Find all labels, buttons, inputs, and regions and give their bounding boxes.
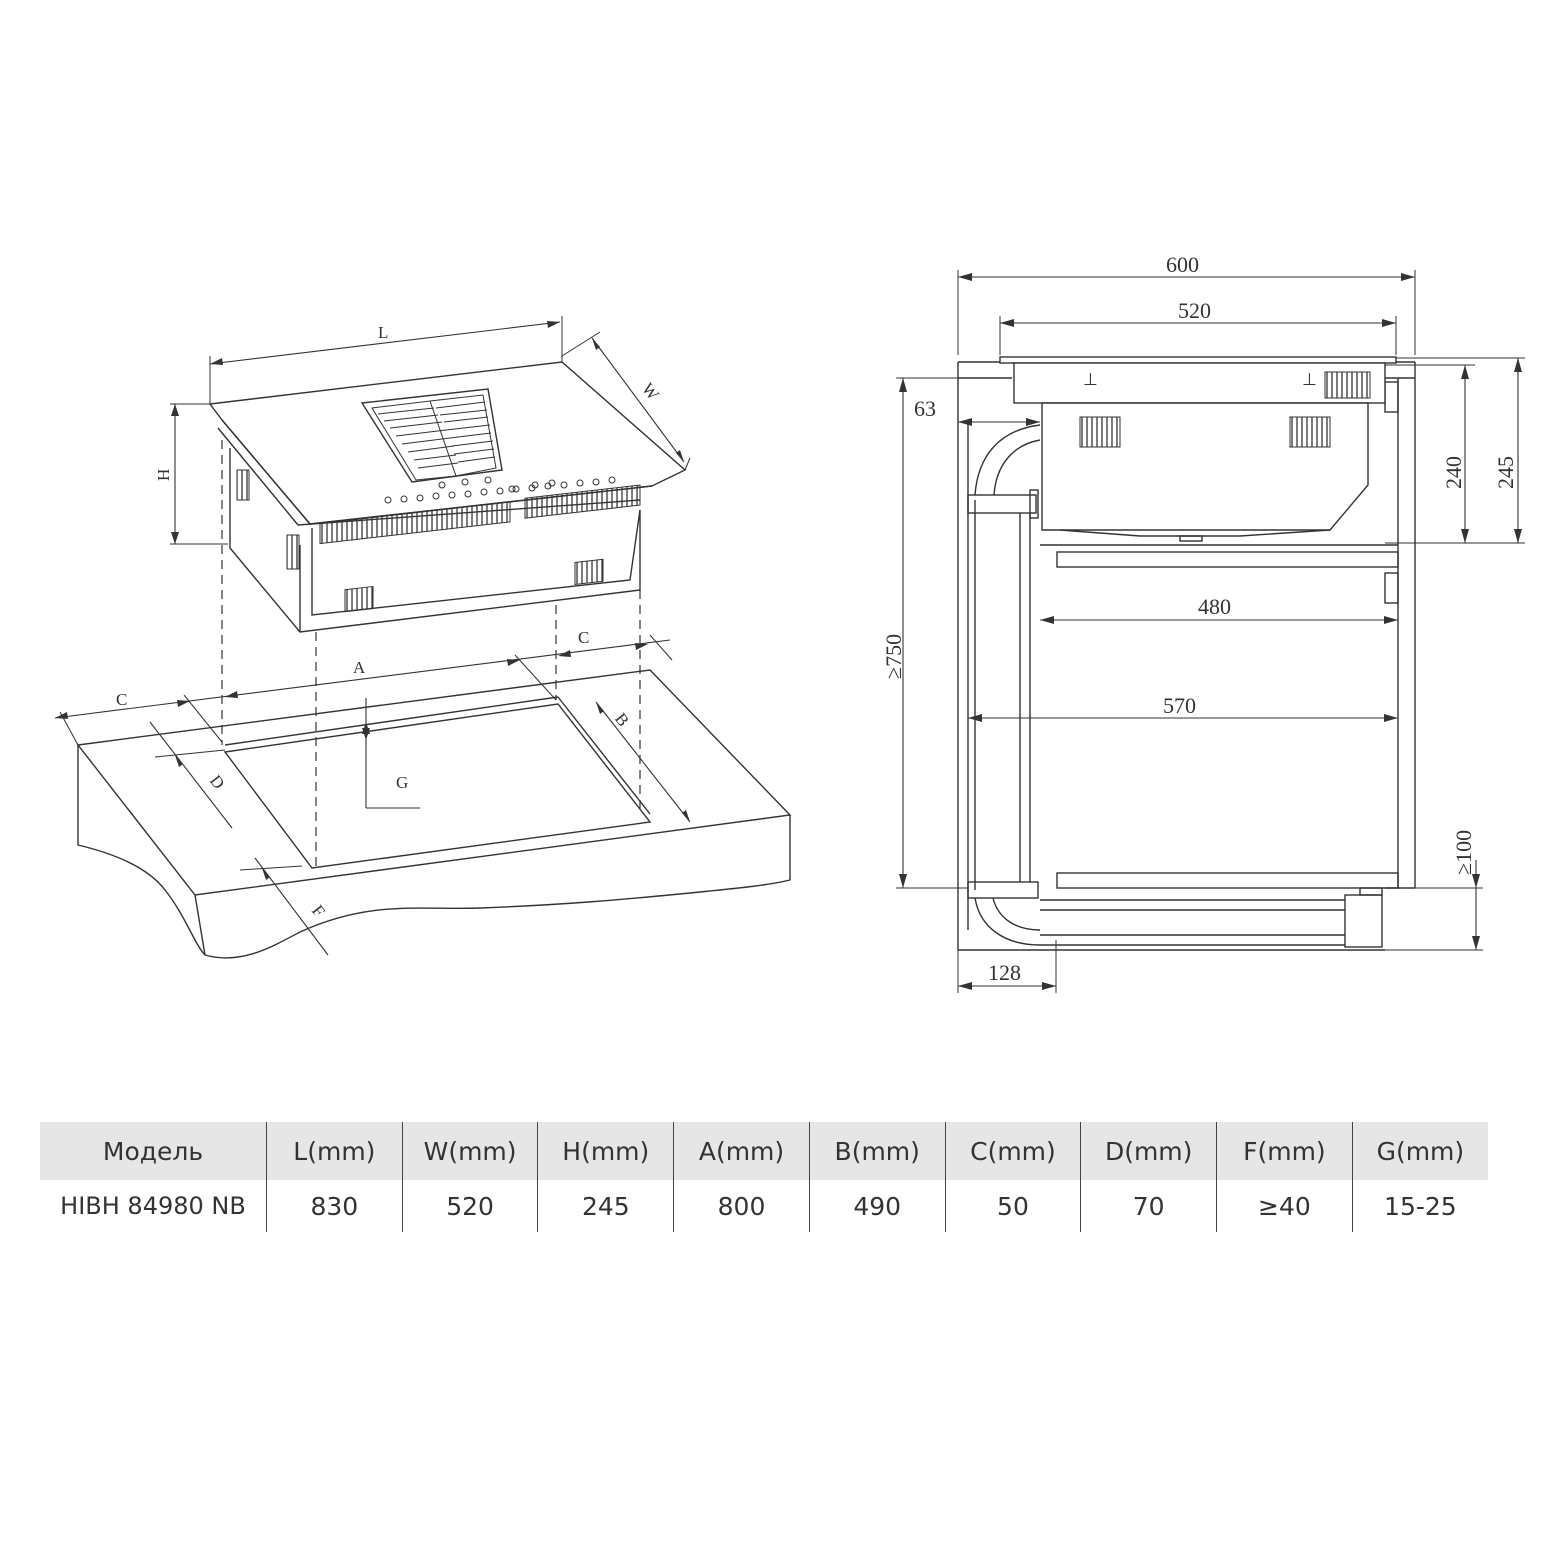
side-section-view: ⊥ ⊥ bbox=[881, 252, 1525, 993]
hob-section: ⊥ ⊥ bbox=[999, 356, 1397, 542]
header-L: L(mm) bbox=[266, 1122, 403, 1180]
cell-W: 520 bbox=[402, 1180, 539, 1232]
hob-body bbox=[208, 361, 687, 633]
spec-table: Модель L(mm) W(mm) H(mm) A(mm) B(mm) C(m… bbox=[40, 1122, 1488, 1232]
dim-245: 245 bbox=[1493, 456, 1518, 489]
label-C-right: C bbox=[578, 628, 589, 647]
header-D: D(mm) bbox=[1080, 1122, 1218, 1180]
svg-text:⊥: ⊥ bbox=[1083, 370, 1098, 389]
dim-520: 520 bbox=[1178, 298, 1211, 323]
cell-model: HIBH 84980 NB bbox=[40, 1180, 267, 1232]
cell-G: 15-25 bbox=[1384, 1191, 1457, 1221]
duct bbox=[967, 424, 1383, 948]
section-dimension-labels: 600 520 63 240 245 ≥750 480 570 ≥100 128 bbox=[881, 252, 1518, 985]
label-F: F bbox=[308, 901, 329, 920]
projection-lines bbox=[221, 440, 641, 866]
label-W: W bbox=[638, 379, 663, 404]
dim-750: ≥750 bbox=[881, 634, 906, 679]
label-H: H bbox=[154, 469, 173, 481]
cell-A: 800 bbox=[673, 1180, 810, 1232]
iso-dimension-lines bbox=[54, 316, 691, 956]
cell-L: 830 bbox=[266, 1180, 403, 1232]
header-B: B(mm) bbox=[809, 1122, 946, 1180]
countertop bbox=[76, 669, 792, 959]
cell-F: ≥40 bbox=[1216, 1180, 1353, 1232]
svg-text:⊥: ⊥ bbox=[1302, 370, 1317, 389]
dim-240: 240 bbox=[1441, 456, 1466, 489]
header-G: G(mm) bbox=[1352, 1122, 1488, 1180]
isometric-view: L W H A C C B D F G bbox=[54, 316, 792, 959]
header-F: F(mm) bbox=[1216, 1122, 1353, 1180]
dim-100: ≥100 bbox=[1451, 830, 1476, 875]
label-G: G bbox=[396, 773, 408, 792]
dim-63: 63 bbox=[914, 396, 936, 421]
cell-H: 245 bbox=[537, 1180, 675, 1232]
label-A: A bbox=[353, 658, 366, 677]
cabinet bbox=[957, 361, 1416, 951]
header-C: C(mm) bbox=[945, 1122, 1082, 1180]
label-C-left: C bbox=[116, 690, 127, 709]
header-H: H(mm) bbox=[537, 1122, 675, 1180]
section-dimension-lines bbox=[896, 270, 1525, 993]
label-D: D bbox=[206, 771, 229, 792]
spec-table-header-row: Модель L(mm) W(mm) H(mm) A(mm) B(mm) C(m… bbox=[40, 1122, 1488, 1180]
cell-D: 70 bbox=[1080, 1180, 1218, 1232]
dim-570: 570 bbox=[1163, 693, 1196, 718]
label-L: L bbox=[378, 323, 388, 342]
label-B: B bbox=[611, 709, 633, 730]
cell-C: 50 bbox=[945, 1180, 1082, 1232]
table-row: HIBH 84980 NB 830 520 245 800 490 50 70 … bbox=[40, 1180, 1488, 1232]
header-A: A(mm) bbox=[673, 1122, 810, 1180]
cell-B: 490 bbox=[809, 1180, 946, 1232]
dim-128: 128 bbox=[988, 960, 1021, 985]
dim-600: 600 bbox=[1166, 252, 1199, 277]
header-model: Модель bbox=[40, 1122, 267, 1180]
header-W: W(mm) bbox=[402, 1122, 539, 1180]
dim-480: 480 bbox=[1198, 594, 1231, 619]
